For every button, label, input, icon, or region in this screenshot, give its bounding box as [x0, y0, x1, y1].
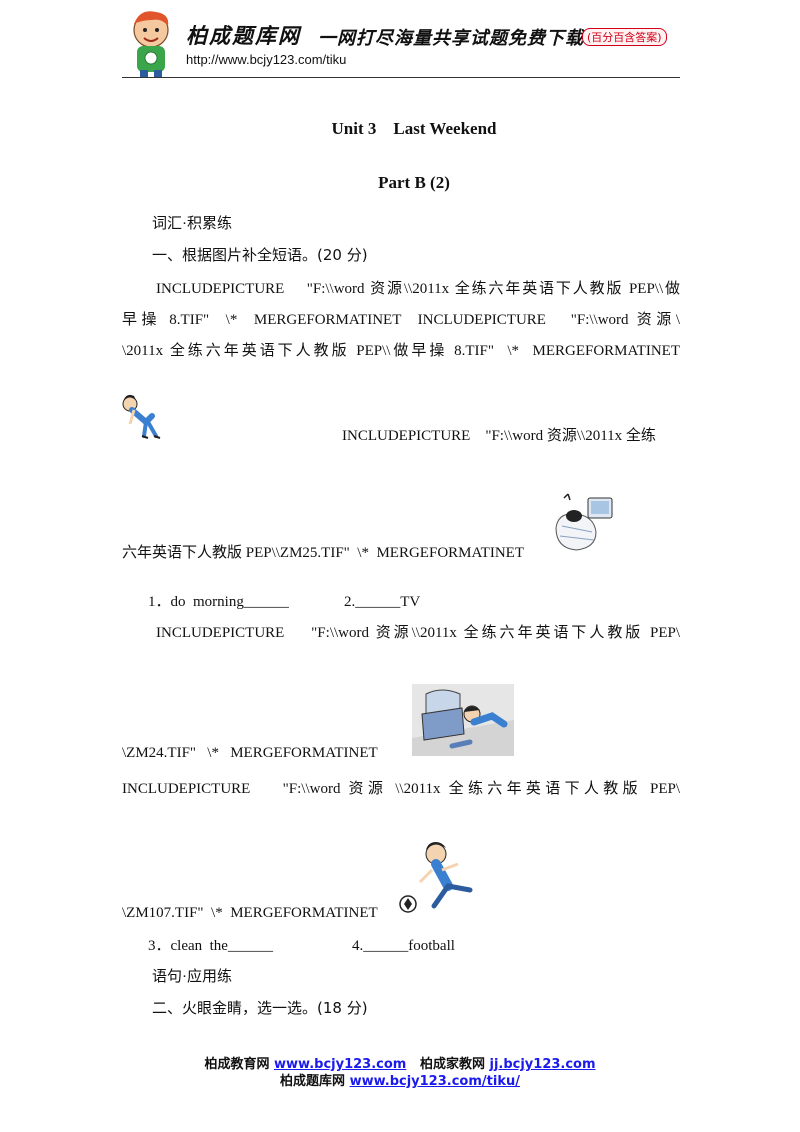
field-code-line: \2011x 全练六年英语下人教版 PEP\\做早操 8.TIF" \* MER…	[122, 343, 680, 359]
figure-morning-exercise	[118, 392, 162, 442]
section-label-vocab: 词汇·积累练	[152, 216, 232, 232]
footer-link[interactable]: jj.bcjy123.com	[489, 1057, 596, 1072]
footer-site-label: 柏成家教网	[419, 1057, 485, 1072]
field-code-line: \ZM24.TIF" \* MERGEFORMATINET	[122, 745, 378, 761]
field-code-line: INCLUDEPICTURE "F:\\word 资源\\2011x 全练	[342, 428, 656, 444]
site-title: 柏成题库网	[186, 24, 301, 48]
figure-watch-tv	[552, 492, 616, 554]
question-1-heading: 一、根据图片补全短语。(20 分)	[152, 246, 368, 264]
footer-link[interactable]: www.bcjy123.com	[274, 1057, 407, 1072]
field-code-line: 六年英语下人教版 PEP\\ZM25.TIF" \* MERGEFORMATIN…	[122, 545, 524, 561]
field-code-line: \ZM107.TIF" \* MERGEFORMATINET	[122, 905, 378, 921]
site-logo	[122, 8, 180, 78]
footer-line-1: 柏成教育网 www.bcjy123.com 柏成家教网 jj.bcjy123.c…	[0, 1053, 800, 1072]
site-url[interactable]: http://www.bcjy123.com/tiku	[186, 52, 347, 67]
figure-play-football	[396, 838, 482, 916]
field-code-line: INCLUDEPICTURE "F:\\word 资源 \\2011x 全练六年…	[122, 781, 680, 797]
footer-site-label: 柏成教育网	[204, 1057, 270, 1072]
item-2: 2.______TV	[344, 594, 421, 610]
item-1: 1．do morning______	[148, 594, 289, 610]
header-divider	[122, 77, 680, 78]
footer-link[interactable]: www.bcjy123.com/tiku/	[349, 1074, 520, 1089]
field-code-line: INCLUDEPICTURE "F:\\word 资源\\2011x 全练六年英…	[156, 281, 680, 297]
field-code-line: 早操 8.TIF" \* MERGEFORMATINET INCLUDEPICT…	[122, 312, 680, 328]
part-title: Part B (2)	[378, 173, 450, 192]
item-4: 4.______football	[352, 938, 455, 954]
section-label-sentence: 语句·应用练	[152, 969, 232, 985]
question-2-heading: 二、火眼金睛，选一选。(18 分)	[152, 999, 368, 1017]
item-3: 3．clean the______	[148, 938, 273, 954]
field-code-line: INCLUDEPICTURE "F:\\word 资源\\2011x 全练六年英…	[156, 625, 680, 641]
answer-badge: (百分百含答案)	[582, 28, 667, 46]
unit-title: Unit 3 Last Weekend	[331, 119, 497, 138]
footer-line-2: 柏成题库网 www.bcjy123.com/tiku/	[0, 1070, 800, 1089]
figure-clean-room	[412, 684, 514, 756]
site-slogan: 一网打尽海量共享试题免费下载	[318, 28, 584, 49]
footer-site-label: 柏成题库网	[280, 1074, 346, 1089]
